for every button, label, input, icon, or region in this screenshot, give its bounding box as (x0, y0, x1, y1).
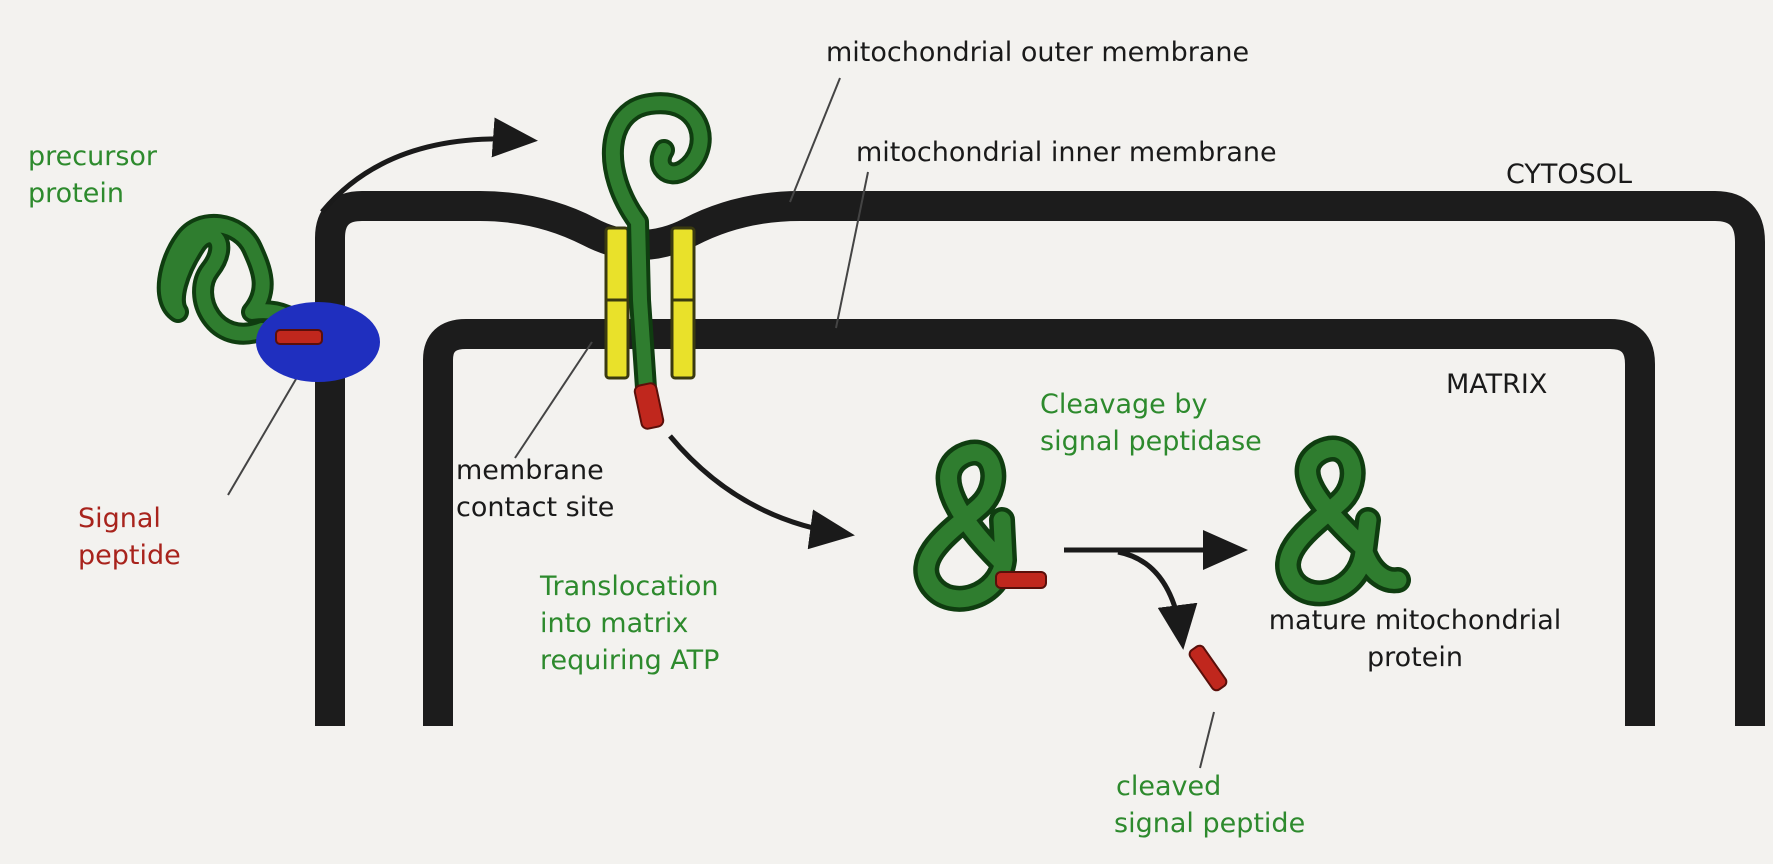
cleaved-peptide-arrow (1118, 552, 1182, 640)
contact-site-line2: contact site (456, 489, 614, 526)
cleaved-peptide-line1: cleaved (1114, 768, 1305, 805)
precursor-signal-peptide (276, 330, 322, 344)
mature-protein-line2: protein (1210, 639, 1620, 676)
contact-site-label: membrane contact site (456, 452, 614, 526)
translocation-arrow (670, 436, 845, 534)
cleaved-peptide-line2: signal peptide (1114, 805, 1305, 842)
cleavage-label: Cleavage by signal peptidase (1040, 386, 1262, 460)
cleaved-peptide-label: cleaved signal peptide (1114, 768, 1305, 842)
outer-membrane-pointer (790, 78, 840, 202)
cytosol-label: CYTOSOL (1506, 156, 1632, 193)
mature-protein-line1: mature mitochondrial (1210, 602, 1620, 639)
translocation-line3: requiring ATP (540, 642, 719, 679)
precursor-protein-line1: precursor (28, 138, 157, 175)
translocation-label: Translocation into matrix requiring ATP (540, 568, 719, 679)
signal-peptide-label: Signal peptide (78, 500, 181, 574)
translocation-line1: Translocation (540, 568, 719, 605)
signal-peptide-pointer (228, 362, 306, 495)
contact-site-pointer (515, 342, 592, 458)
cleavage-line2: signal peptidase (1040, 423, 1262, 460)
cleavage-line1: Cleavage by (1040, 386, 1262, 423)
matrix-label: MATRIX (1446, 366, 1547, 403)
translocation-line2: into matrix (540, 605, 719, 642)
contact-site-line1: membrane (456, 452, 614, 489)
cleaved-peptide-pointer (1200, 712, 1214, 768)
precursor-protein-line2: protein (28, 175, 157, 212)
signal-peptide-line1: Signal (78, 500, 181, 537)
precursor-protein-label: precursor protein (28, 138, 157, 212)
mature-protein-label: mature mitochondrial protein (1210, 602, 1620, 676)
folded-protein-ampersand-icon (926, 453, 1046, 599)
mature-protein-ampersand-icon (1288, 449, 1398, 594)
inner-membrane-label: mitochondrial inner membrane (856, 134, 1277, 171)
outer-membrane-label: mitochondrial outer membrane (826, 34, 1249, 71)
signal-peptide-line2: peptide (78, 537, 181, 574)
